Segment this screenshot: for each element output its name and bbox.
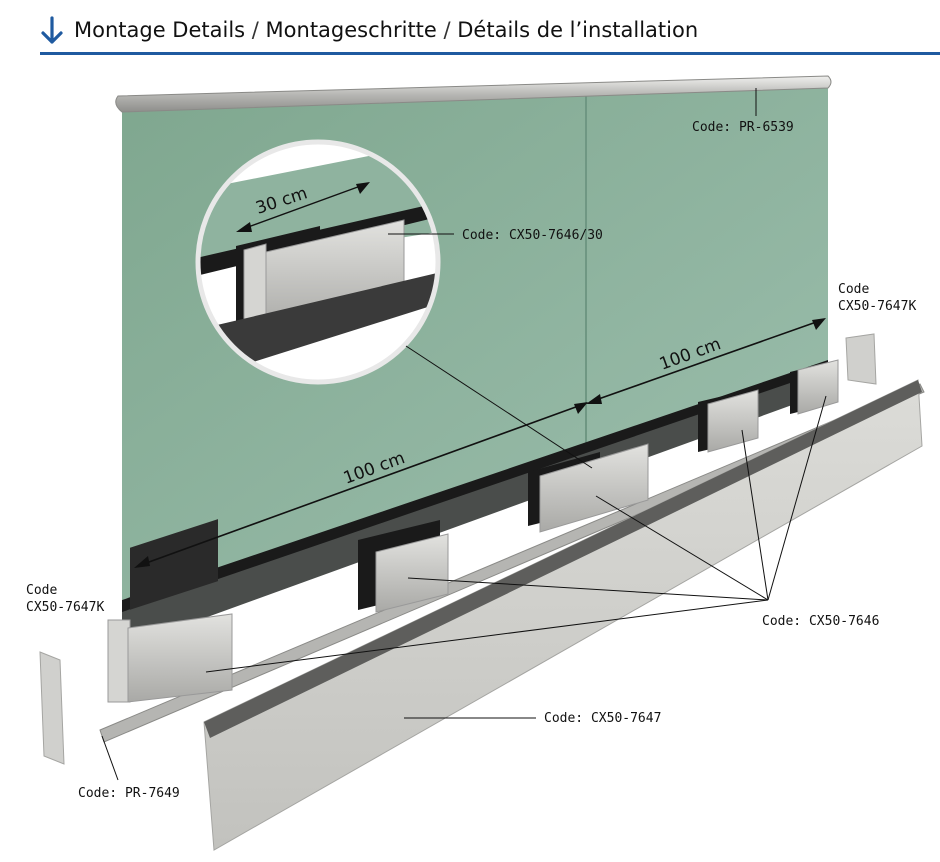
title-separator-2: /	[436, 18, 458, 42]
end-cap-right	[845, 333, 877, 385]
label-endcap-right-line1: Code	[838, 282, 869, 297]
label-base-rail: Code: PR-7649	[78, 786, 180, 801]
page-title: Montage Details / Montageschritte / Déta…	[74, 18, 698, 42]
title-german: Montageschritte	[265, 18, 437, 42]
cover-profile-top-edge	[204, 380, 922, 738]
arrow-down-icon	[41, 16, 63, 44]
label-cover-profile: Code: CX50-7647	[544, 711, 661, 726]
leader-lines	[101, 88, 827, 781]
clamp-5	[790, 359, 839, 415]
label-endcap-left-line2: CX50-7647K	[26, 600, 104, 615]
title-english: Montage Details	[74, 18, 246, 42]
header-rule	[40, 52, 940, 55]
label-endcap-left-line1: Code	[26, 583, 57, 598]
end-cap-left	[39, 651, 65, 765]
clamp-1	[107, 613, 233, 703]
section-header: Montage Details / Montageschritte / Déta…	[40, 12, 940, 56]
base-channel-slot	[122, 370, 828, 648]
label-clamp: Code: CX50-7646	[762, 614, 879, 629]
clamp-2	[358, 520, 449, 613]
label-endcap-right-line2: CX50-7647K	[838, 299, 916, 314]
clamp-3	[528, 443, 649, 533]
handrail-profile	[115, 75, 832, 113]
title-french: Détails de l’installation	[457, 18, 699, 42]
zoom-detail: 30 cm	[195, 139, 441, 385]
glass-bottom-insert	[130, 519, 218, 610]
label-clamp-30: Code: CX50-7646/30	[462, 228, 603, 243]
label-handrail: Code: PR-6539	[692, 120, 794, 135]
clamp-4	[698, 389, 759, 453]
title-separator-1: /	[245, 18, 266, 42]
